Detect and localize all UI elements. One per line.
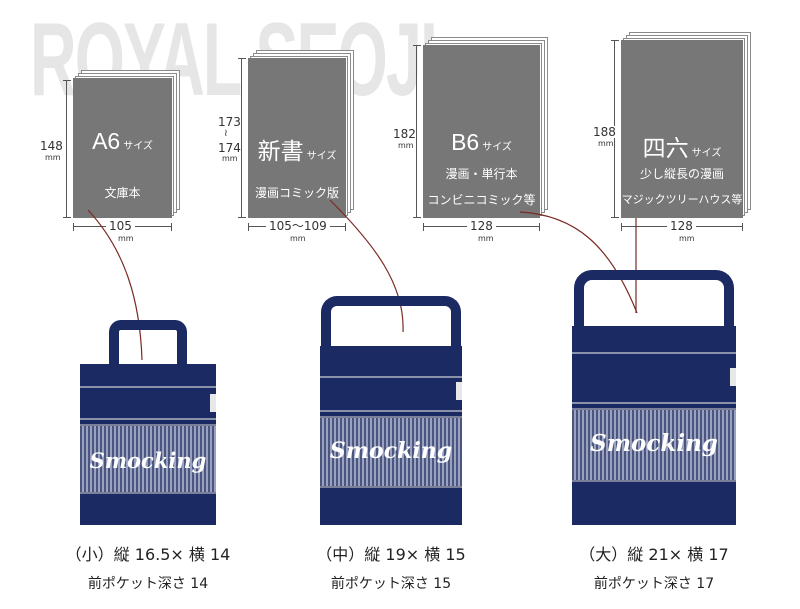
smocking-panel <box>572 408 736 482</box>
width-unit: mm <box>679 234 695 243</box>
smocking-panel <box>80 424 216 494</box>
book-size-suffix: サイズ <box>482 142 512 153</box>
bag-large-size: （大）縦 21× 横 17 <box>579 545 729 564</box>
width-unit: mm <box>290 234 306 243</box>
book-type-2: マジックツリーハウス等 <box>621 193 743 206</box>
book-size-name: 新書 <box>257 138 304 164</box>
smocking-script: Smocking <box>329 438 453 464</box>
brand-tag <box>456 382 462 400</box>
book-cover: 新書サイズ 漫画コミック版 <box>248 58 346 218</box>
range-tilde: ≀ <box>224 128 228 139</box>
brand-tag <box>730 368 736 386</box>
height-dimension <box>413 45 421 218</box>
book-size-suffix: サイズ <box>123 141 153 152</box>
bag-large: Smocking <box>572 270 736 525</box>
height-value-top: 173 <box>218 115 241 129</box>
height-unit: mm <box>222 154 238 163</box>
book-type-2: コンビニコミック等 <box>427 193 536 207</box>
height-value: 188 <box>593 125 616 139</box>
book-shinsho: 新書サイズ 漫画コミック版 <box>248 50 354 218</box>
bag-small-pocket: 前ポケット深さ 14 <box>87 576 209 592</box>
bag-body: Smocking <box>80 364 216 525</box>
book-size-name: B6 <box>451 129 480 155</box>
width-value: 128 <box>667 220 696 232</box>
smocking-script: Smocking <box>89 448 207 473</box>
bag-large-pocket: 前ポケット深さ 17 <box>593 576 715 592</box>
bag-medium-size: （中）縦 19× 横 15 <box>316 545 466 564</box>
height-value: 148 <box>40 139 63 153</box>
bag-handle <box>574 270 734 332</box>
bag-body: Smocking <box>320 346 462 525</box>
book-type-1: 漫画・単行本 <box>445 167 518 181</box>
bag-small-size: （小）縦 16.5× 横 14 <box>65 545 231 564</box>
width-value: 105〜109 <box>266 220 330 232</box>
book-cover: 四六サイズ 少し縦長の漫画 マジックツリーハウス等 <box>621 40 743 218</box>
bag-small: Smocking <box>80 320 216 525</box>
width-value: 128 <box>467 220 496 232</box>
book-size-suffix: サイズ <box>691 148 722 159</box>
bag-medium: Smocking <box>320 296 462 525</box>
brand-tag <box>210 394 216 412</box>
book-size-suffix: サイズ <box>306 151 337 162</box>
height-unit: mm <box>45 153 61 162</box>
book-shiroku: 四六サイズ 少し縦長の漫画 マジックツリーハウス等 <box>621 32 751 218</box>
smocking-script: Smocking <box>590 430 718 457</box>
book-type-1: 少し縦長の漫画 <box>639 167 724 181</box>
height-value-bottom: 174 <box>218 141 241 155</box>
book-type: 文庫本 <box>104 186 141 200</box>
height-unit: mm <box>598 139 614 148</box>
bag-handle <box>321 296 461 352</box>
width-unit: mm <box>478 234 494 243</box>
smocking-panel <box>320 416 462 488</box>
height-dimension <box>63 80 71 218</box>
bag-handle <box>109 320 187 370</box>
book-size-name: A6 <box>92 128 121 154</box>
bag-medium-pocket: 前ポケット深さ 15 <box>330 576 452 592</box>
book-type: 漫画コミック版 <box>254 186 339 200</box>
width-value: 105 <box>106 220 135 232</box>
book-size-name: 四六 <box>642 135 689 161</box>
height-value: 182 <box>393 127 416 141</box>
height-dimension <box>238 58 246 218</box>
height-unit: mm <box>398 141 414 150</box>
width-unit: mm <box>118 234 134 243</box>
bag-body: Smocking <box>572 326 736 525</box>
